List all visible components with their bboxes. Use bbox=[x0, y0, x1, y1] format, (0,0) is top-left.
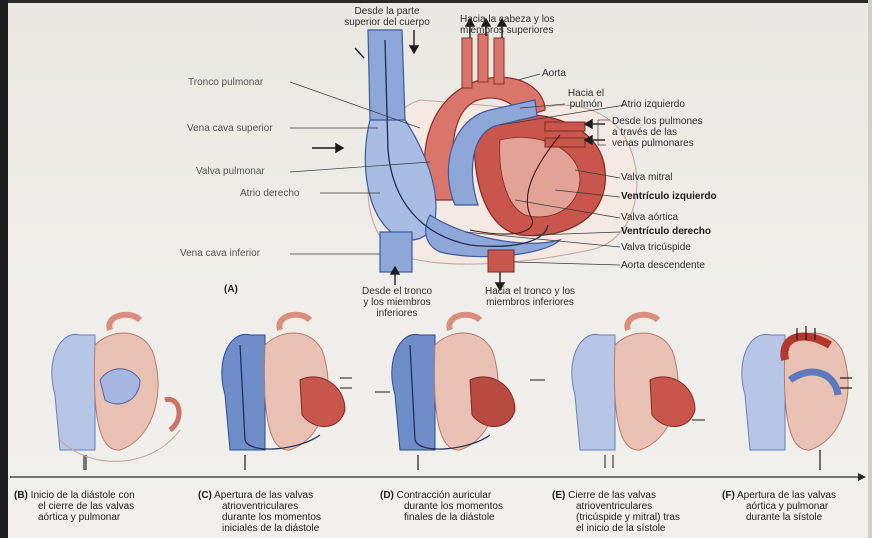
label-aorta-descendente: Aorta descendente bbox=[621, 260, 705, 271]
phase-diagram-f bbox=[742, 326, 852, 470]
caption-line: finales de la diástole bbox=[380, 512, 495, 523]
label-line: Hacia el bbox=[566, 88, 606, 99]
label-desde-parte-superior: Desde la parte superior del cuerpo bbox=[332, 6, 442, 28]
caption-line: iniciales de la diástole bbox=[198, 523, 319, 534]
label-vena-cava-inferior: Vena cava inferior bbox=[180, 248, 260, 259]
pulmonary-vein-lower bbox=[545, 138, 585, 147]
label-line: miembros inferiores bbox=[470, 297, 590, 308]
label-ventriculo-derecho: Ventrículo derecho bbox=[621, 226, 711, 237]
caption-line: Inicio de la diástole con bbox=[31, 490, 135, 501]
label-valva-aortica: Valva aórtica bbox=[621, 212, 678, 223]
label-line: a través de las bbox=[612, 127, 703, 138]
caption-f: (F) Apertura de las valvas aórtica y pul… bbox=[722, 490, 836, 523]
label-line: Hacia la cabeza y los bbox=[460, 14, 555, 25]
label-line: y los miembros bbox=[352, 297, 442, 308]
caption-line: el inicio de la sístole bbox=[552, 523, 666, 534]
subclavian-artery bbox=[494, 38, 504, 84]
label-valva-tricuspide: Valva tricúspide bbox=[621, 242, 691, 253]
caption-e: (E) Cierre de las valvas atrioventricula… bbox=[552, 490, 680, 534]
caption-letter: (D) bbox=[380, 490, 394, 501]
label-hacia-tronco: Hacia el tronco y los miembros inferiore… bbox=[470, 286, 590, 308]
label-line: Desde los pulmones bbox=[612, 116, 703, 127]
label-aorta: Aorta bbox=[542, 68, 566, 79]
caption-line: Apertura de las valvas bbox=[214, 490, 313, 501]
label-valva-mitral: Valva mitral bbox=[621, 172, 673, 183]
caption-line: durante la sístole bbox=[722, 512, 822, 523]
caption-b: (B) Inicio de la diástole con el cierre … bbox=[14, 490, 135, 523]
label-atrio-derecho: Atrio derecho bbox=[240, 188, 299, 199]
label-line: pulmón bbox=[566, 99, 606, 110]
timeline-arrowhead bbox=[858, 473, 866, 481]
caption-line: durante los momentos bbox=[380, 501, 503, 512]
phase-diagram-e bbox=[572, 315, 705, 468]
label-desde-tronco: Desde el tronco y los miembros inferiore… bbox=[352, 286, 442, 319]
vena-cava-inferior bbox=[380, 232, 412, 272]
caption-line: atrioventriculares bbox=[198, 501, 298, 512]
caption-line: Contracción auricular bbox=[397, 490, 492, 501]
caption-line: atrioventriculares bbox=[552, 501, 652, 512]
label-vena-cava-superior: Vena cava superior bbox=[187, 123, 273, 134]
caption-line: aórtica y pulmonar bbox=[14, 512, 120, 523]
brachiocephalic-artery bbox=[462, 38, 472, 88]
pulmonary-vein-upper bbox=[545, 122, 585, 131]
caption-letter: (C) bbox=[198, 490, 212, 501]
caption-line: (tricúspide y mitral) tras bbox=[552, 512, 680, 523]
label-line: Desde el tronco bbox=[352, 286, 442, 297]
phase-diagram-b bbox=[52, 315, 180, 470]
phase-diagram-c bbox=[222, 315, 352, 470]
label-hacia-pulmon: Hacia el pulmón bbox=[566, 88, 606, 110]
caption-line: durante los momentos bbox=[198, 512, 321, 523]
caption-d: (D) Contracción auricular durante los mo… bbox=[380, 490, 503, 523]
label-line: inferiores bbox=[352, 308, 442, 319]
caption-line: Apertura de las valvas bbox=[737, 490, 836, 501]
caption-letter: (F) bbox=[722, 490, 735, 501]
label-line: miembros superiores bbox=[460, 25, 555, 36]
caption-line: el cierre de las valvas bbox=[14, 501, 134, 512]
caption-letter: (B) bbox=[14, 490, 28, 501]
descending-aorta bbox=[488, 250, 514, 272]
label-hacia-cabeza: Hacia la cabeza y los miembros superiore… bbox=[460, 14, 555, 36]
caption-line: aórtica y pulmonar bbox=[722, 501, 828, 512]
label-line: Desde la parte bbox=[332, 6, 442, 17]
label-line: venas pulmonares bbox=[612, 138, 703, 149]
caption-line: Cierre de las valvas bbox=[568, 490, 656, 501]
label-line: Hacia el tronco y los bbox=[470, 286, 590, 297]
label-atrio-izquierdo: Atrio izquierdo bbox=[621, 99, 685, 110]
label-valva-pulmonar: Valva pulmonar bbox=[196, 166, 265, 177]
label-ventriculo-izquierdo: Ventrículo izquierdo bbox=[621, 191, 717, 202]
caption-c: (C) Apertura de las valvas atrioventricu… bbox=[198, 490, 321, 534]
phase-diagram-d bbox=[375, 315, 545, 470]
panel-label-a: (A) bbox=[224, 284, 238, 295]
carotid-artery bbox=[478, 34, 488, 82]
label-line: superior del cuerpo bbox=[332, 17, 442, 28]
label-tronco-pulmonar: Tronco pulmonar bbox=[188, 77, 263, 88]
caption-letter: (E) bbox=[552, 490, 565, 501]
label-desde-pulmones: Desde los pulmones a través de las venas… bbox=[612, 116, 703, 149]
